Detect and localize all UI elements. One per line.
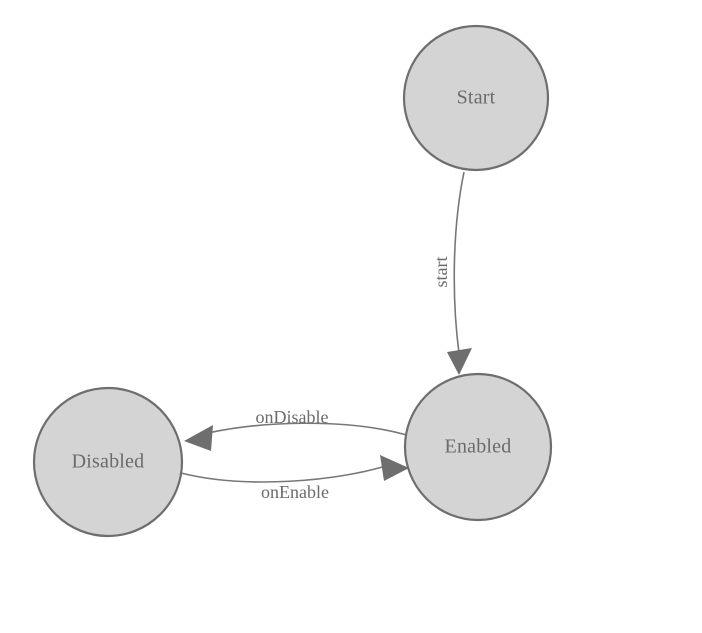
node-disabled[interactable]: Disabled bbox=[32, 386, 184, 538]
node-enabled-circle bbox=[403, 372, 553, 522]
node-disabled-circle bbox=[32, 386, 184, 538]
arrowhead-left-icon bbox=[184, 425, 213, 451]
node-enabled-label: Enabled bbox=[445, 436, 512, 458]
node-enabled[interactable]: Enabled bbox=[403, 372, 553, 522]
node-start[interactable]: Start bbox=[402, 24, 550, 172]
edge-disabled-to-enabled-path bbox=[180, 463, 393, 483]
edge-start-to-enabled[interactable]: start bbox=[431, 171, 472, 375]
arrowhead-down-icon bbox=[447, 348, 472, 375]
edge-enabled-to-disabled[interactable]: onDisable bbox=[184, 407, 411, 451]
arrowhead-right-icon bbox=[380, 455, 409, 481]
edge-start-to-enabled-path bbox=[453, 171, 465, 354]
edge-enabled-to-disabled-path bbox=[195, 422, 411, 437]
edge-label-onenable: onEnable bbox=[261, 482, 329, 502]
edge-disabled-to-enabled[interactable]: onEnable bbox=[180, 455, 409, 502]
edge-label-start: start bbox=[431, 257, 451, 288]
node-start-circle bbox=[402, 24, 550, 172]
node-start-label: Start bbox=[457, 87, 496, 109]
edge-label-ondisable: onDisable bbox=[256, 407, 329, 427]
node-disabled-label: Disabled bbox=[72, 451, 145, 473]
